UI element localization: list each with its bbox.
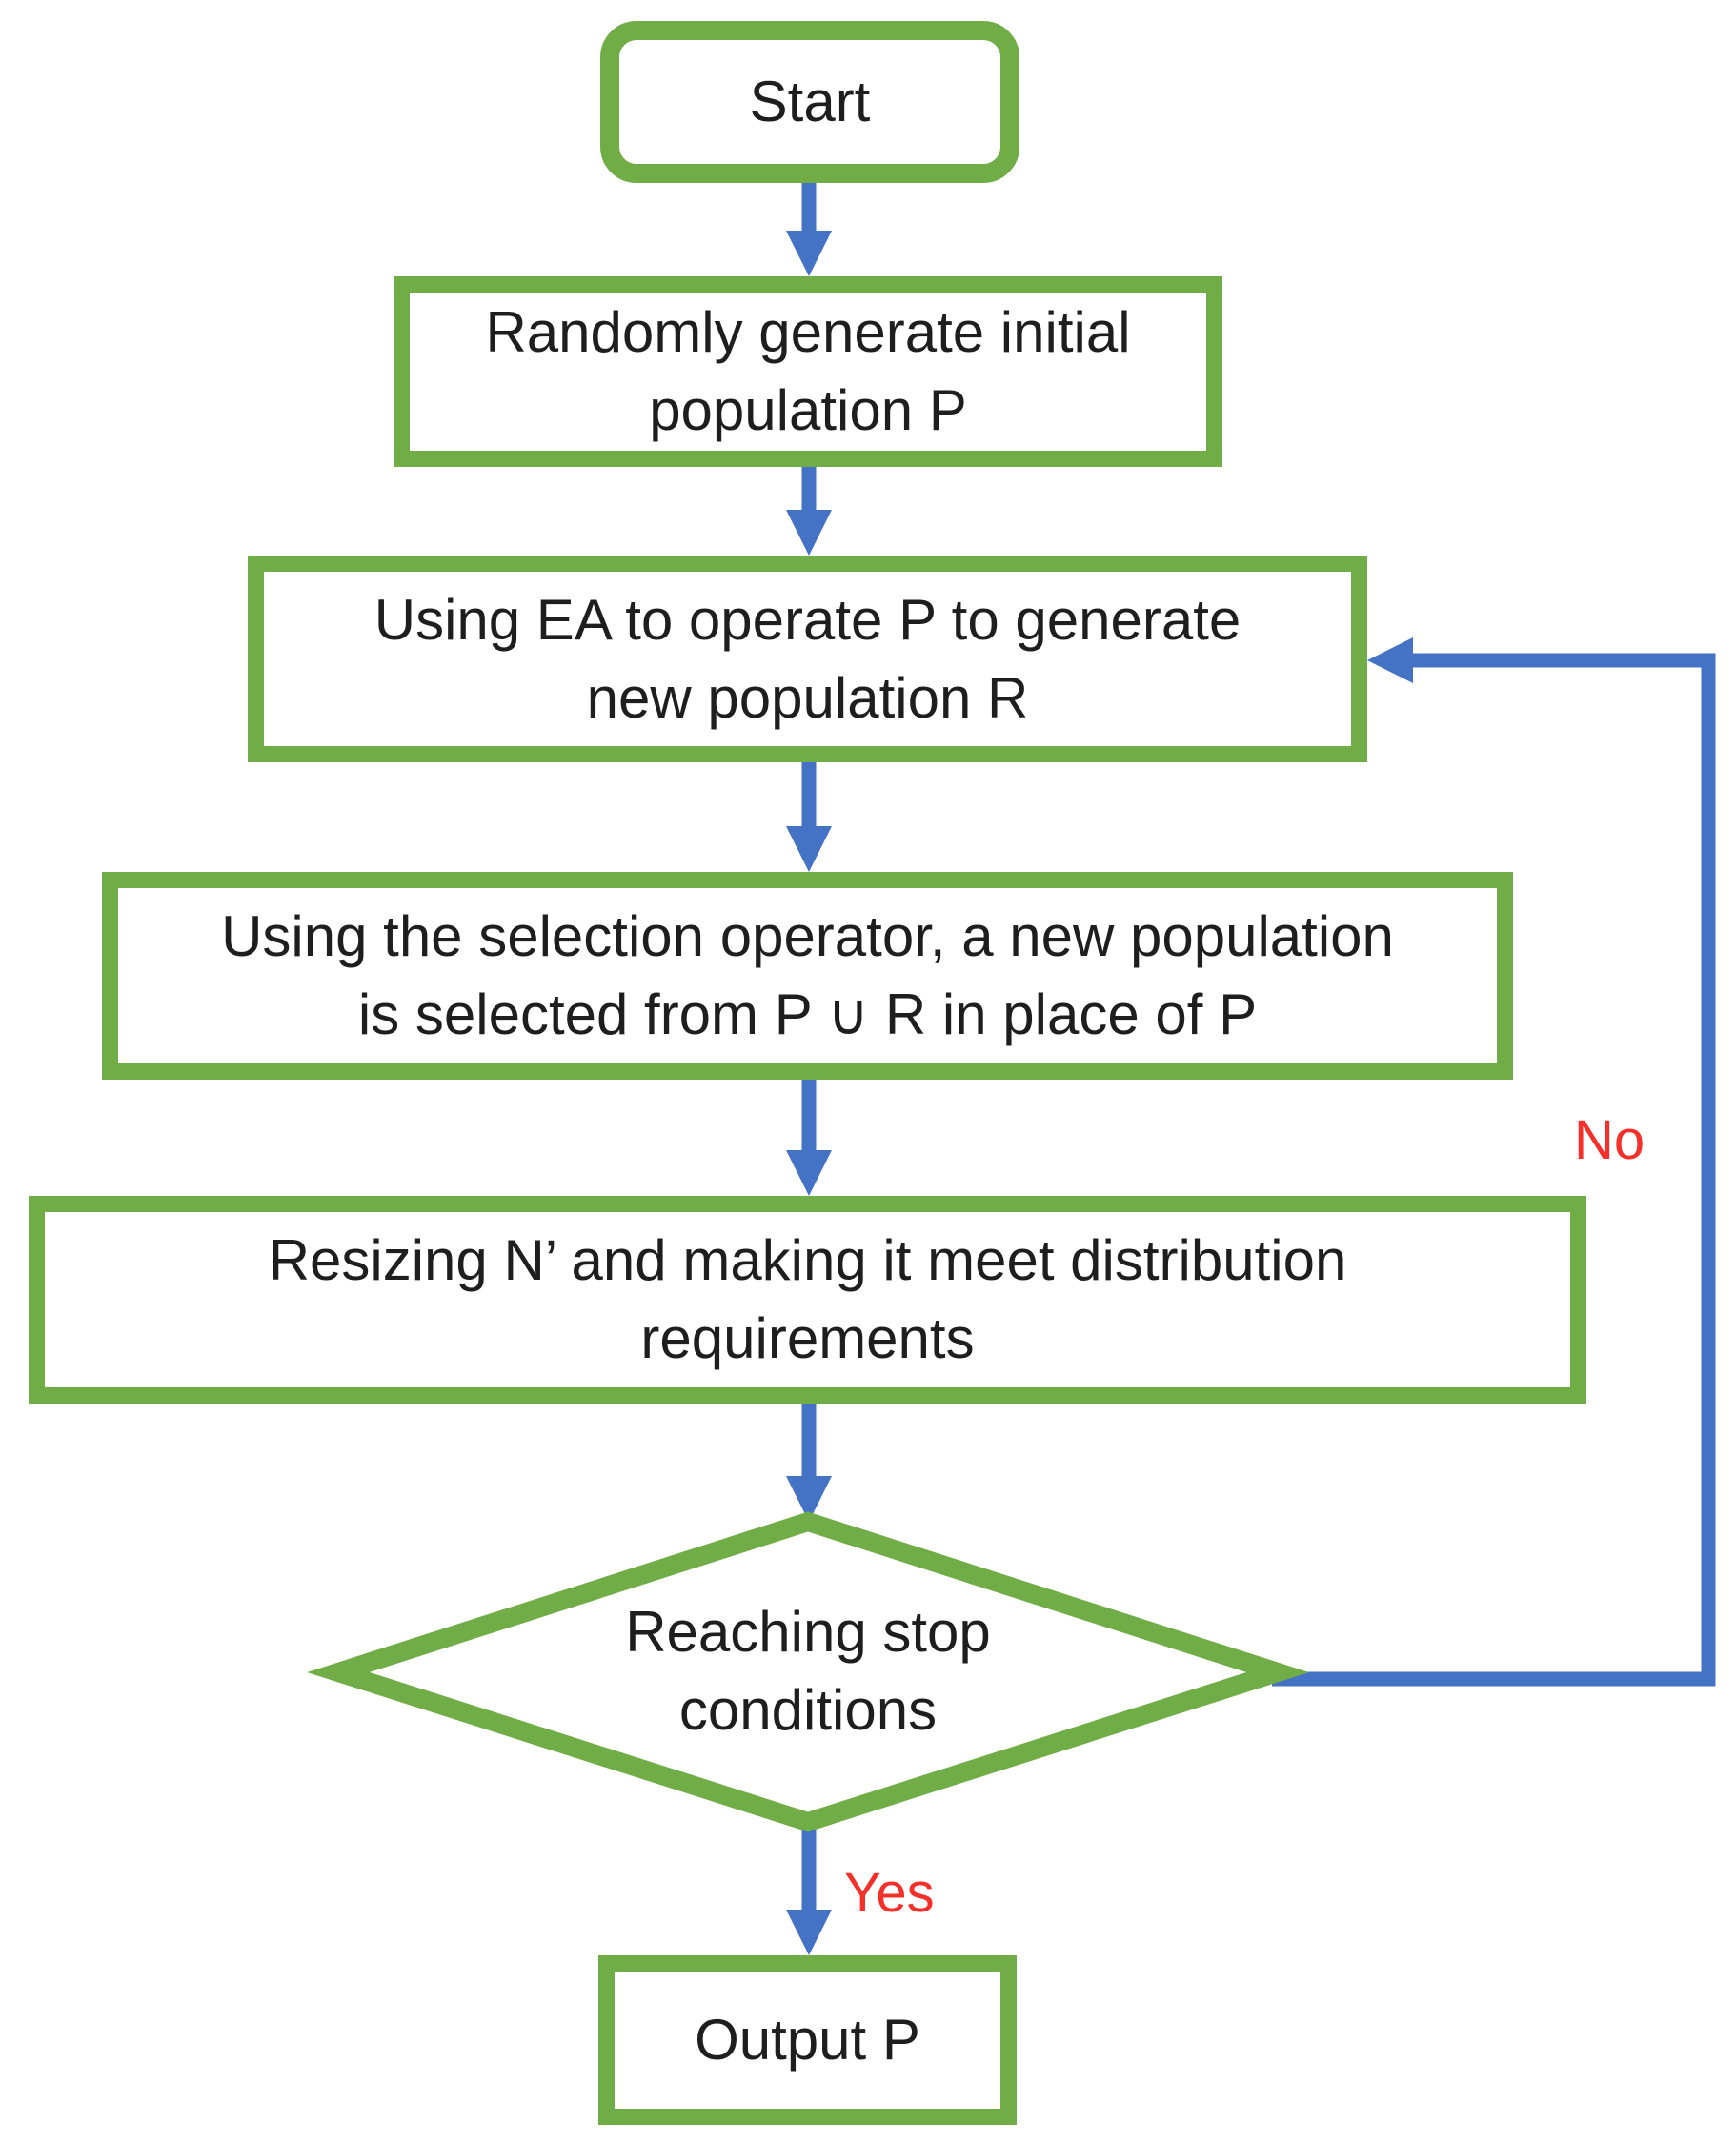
node-ea-operate: Using EA to operate P to generate new po… — [248, 556, 1367, 762]
edge-no-loop-arrow — [1272, 637, 1716, 1687]
node-stop-check-label: Reaching stop conditions — [625, 1600, 991, 1742]
edge-label-no: No — [1574, 1109, 1645, 1171]
node-selection-operator: Using the selection operator, a new popu… — [102, 872, 1513, 1080]
node-start: Start — [600, 21, 1019, 183]
node-output: Output P — [598, 1955, 1017, 2125]
node-generate-population: Randomly generate initial population P — [394, 276, 1222, 467]
node-stop-check-shape — [307, 1511, 1309, 1832]
edge-label-yes: Yes — [844, 1862, 935, 1924]
node-resizing: Resizing N’ and making it meet distribut… — [29, 1196, 1586, 1404]
